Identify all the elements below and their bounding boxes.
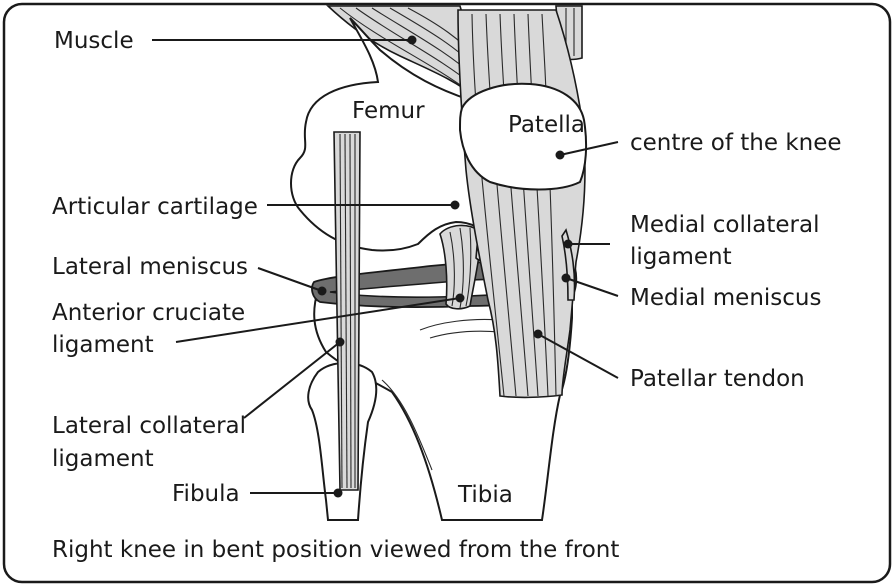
- label-lateral-collateral-line1: Lateral collateral: [52, 413, 246, 439]
- label-muscle: Muscle: [54, 28, 134, 54]
- label-medial-collateral-line2: ligament: [630, 244, 732, 270]
- label-anterior-cruciate-line2: ligament: [52, 332, 154, 358]
- label-femur: Femur: [352, 98, 425, 124]
- label-lateral-collateral-line2: ligament: [52, 446, 154, 472]
- label-anterior-cruciate-line1: Anterior cruciate: [52, 300, 245, 326]
- label-medial-meniscus: Medial meniscus: [630, 285, 822, 311]
- label-fibula: Fibula: [172, 481, 240, 507]
- label-medial-collateral-line1: Medial collateral: [630, 212, 819, 238]
- label-patellar-tendon: Patellar tendon: [630, 366, 805, 392]
- label-articular-cartilage: Articular cartilage: [52, 194, 258, 220]
- label-tibia: Tibia: [457, 482, 513, 508]
- diagram-caption: Right knee in bent position viewed from …: [52, 537, 619, 563]
- label-centre-of-knee: centre of the knee: [630, 130, 842, 156]
- label-patella: Patella: [508, 112, 585, 138]
- label-lateral-meniscus: Lateral meniscus: [52, 254, 248, 280]
